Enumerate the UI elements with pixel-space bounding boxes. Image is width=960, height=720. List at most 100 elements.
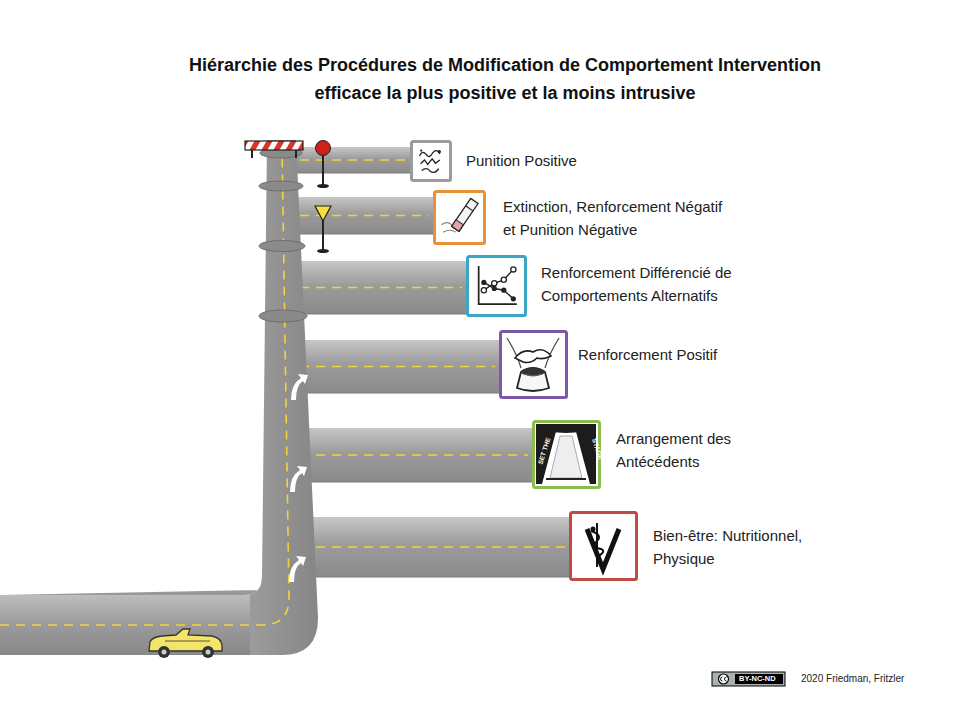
icon-drawing: [587, 523, 619, 569]
road-barrier: [245, 141, 303, 150]
license-badge: [719, 674, 729, 684]
icon-frame: [501, 332, 567, 398]
license-badge: [712, 672, 785, 686]
main-road: [0, 140, 318, 655]
procedure-step: Renforcement Différencié de Comportement…: [466, 255, 760, 318]
branch-road: [280, 428, 542, 482]
stage-text-holder: SET THE: [531, 447, 558, 456]
icon-drawing: [492, 286, 497, 291]
center-line: [300, 366, 495, 368]
road-edge: [280, 313, 476, 314]
car: [165, 641, 210, 642]
road-joints: [259, 181, 303, 191]
icon-drawing: [546, 478, 586, 480]
icon-drawing: [481, 288, 486, 293]
road-edge: [280, 481, 542, 482]
icon-frame: [435, 192, 485, 244]
icon-drawing: [517, 368, 549, 391]
center-line: [300, 159, 406, 161]
diagram-title: Hiérarchie des Procédures de Modificatio…: [185, 51, 825, 107]
icon-drawing: [515, 350, 551, 363]
road-edge: [280, 233, 443, 234]
step-icon: [499, 330, 569, 400]
icon-drawing: [452, 198, 478, 231]
license-badge: [721, 677, 727, 681]
step-label: Arrangement des Antécédents: [616, 427, 741, 473]
step-label: Punition Positive: [466, 149, 577, 172]
icon-drawing: [591, 531, 603, 557]
step-label: Bien-être: Nutritionnel, Physique: [653, 524, 823, 570]
icon-drawing: [492, 281, 497, 286]
icon-drawing: [511, 267, 516, 272]
icon-drawing: [536, 424, 558, 484]
icon-frame: [534, 422, 600, 488]
copyright-note: 2020 Friedman, Fritzler: [801, 673, 904, 685]
icon-frame: [571, 513, 637, 580]
icon-frame: [468, 257, 526, 316]
procedure-step: Renforcement Positif: [499, 330, 721, 400]
icon-drawing: [441, 198, 478, 232]
turn-arrows: [291, 374, 308, 400]
procedure-step: Arrangement des Antécédents: [532, 420, 745, 490]
road-joints: [259, 241, 305, 252]
road-edge: [280, 172, 420, 173]
car: [158, 646, 170, 658]
stop-sign: [316, 141, 331, 189]
icon-drawing: [507, 338, 559, 391]
road-barrier: [245, 141, 303, 158]
branch-road: [280, 261, 476, 314]
yield-sign: [317, 249, 329, 253]
center-line: [300, 287, 462, 289]
icon-drawing: [501, 288, 506, 293]
step-icon: [569, 511, 639, 582]
step-label: Renforcement Positif: [578, 343, 717, 366]
icon-drawing: [438, 150, 441, 153]
procedure-step: Punition Positive: [410, 140, 581, 183]
license-badge: [712, 672, 785, 686]
branch-road: [280, 517, 579, 577]
car: [162, 650, 167, 655]
title-box: Hiérarchie des Procédures de Modificatio…: [185, 51, 825, 107]
yield-sign: [315, 206, 331, 221]
turn-arrows: [289, 374, 308, 582]
step-label: Renforcement Différencié de Comportement…: [541, 261, 756, 307]
icon-drawing: [574, 424, 596, 484]
road-edge: [0, 577, 262, 595]
icon-drawing: [481, 280, 486, 285]
step-icon: [410, 140, 453, 183]
license-badge: [735, 674, 783, 684]
icon-drawing: [587, 529, 619, 569]
icon-drawing: [466, 206, 473, 211]
icon-drawing: [536, 424, 596, 484]
stop-sign: [316, 141, 331, 156]
license-text-holder: BY-NC-ND: [739, 674, 776, 684]
step-label: Extinction, Renforcement Négatif et Puni…: [503, 195, 731, 241]
car: [149, 629, 222, 658]
icon-drawing: [452, 220, 464, 232]
icon-drawing: [420, 150, 422, 152]
icon-drawing: [596, 523, 598, 567]
icon-drawing: [420, 150, 441, 173]
icon-drawing: [591, 527, 596, 532]
center-line: [300, 546, 565, 548]
icon-drawing: [525, 374, 541, 376]
icon-drawing: [420, 151, 440, 173]
copyright-note-holder: 2020 Friedman, Fritzler: [801, 673, 904, 685]
license-text: BY-NC-ND: [739, 674, 776, 684]
icon-drawing: [507, 338, 559, 368]
stop-sign: [317, 184, 329, 188]
step-icon: [466, 255, 528, 318]
stage-text-holder: STAGE: [586, 445, 608, 454]
car: [206, 650, 211, 655]
turn-arrows: [290, 466, 307, 492]
step-icon: [433, 190, 487, 246]
icon-drawing: [521, 368, 545, 376]
yield-sign: [315, 206, 331, 253]
procedure-step: Bien-être: Nutritionnel, Physique: [569, 511, 827, 582]
icon-drawing: [479, 266, 517, 304]
car: [202, 646, 214, 658]
road-joints: [259, 310, 307, 322]
road-barrier: [251, 150, 253, 158]
road-edge: [280, 576, 579, 577]
